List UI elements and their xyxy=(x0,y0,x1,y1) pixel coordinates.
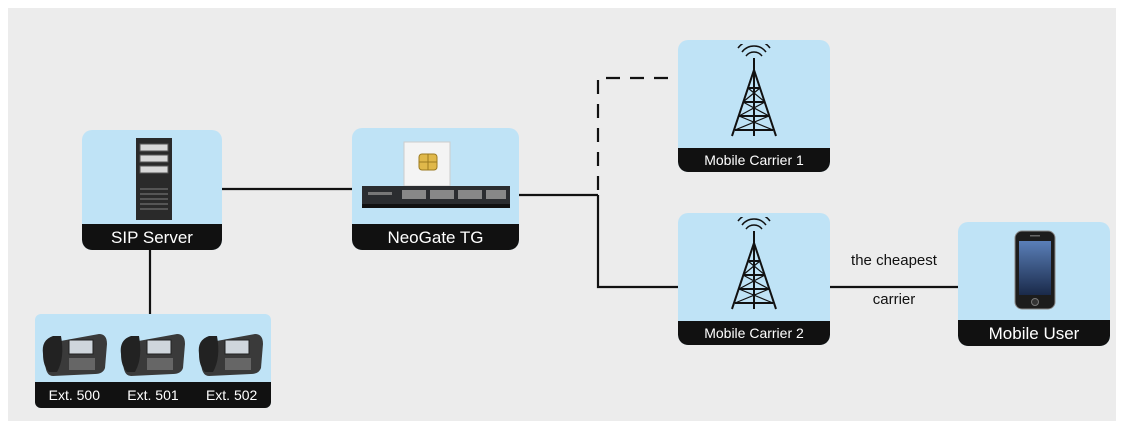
mobile-user-label: Mobile User xyxy=(958,320,1110,346)
desk-phone-icon xyxy=(198,334,263,376)
server-icon xyxy=(136,138,172,220)
smartphone-icon xyxy=(1014,230,1056,310)
desk-phone-icon xyxy=(120,334,185,376)
sip-server-label: SIP Server xyxy=(82,224,222,250)
extension-label: Ext. 502 xyxy=(205,387,258,403)
neogate-label: NeoGate TG xyxy=(352,224,519,250)
mobile-carrier-1-node[interactable]: Mobile Carrier 1 xyxy=(678,40,830,172)
wire-junction-to-carrier2 xyxy=(596,195,678,289)
mobile-carrier-2-node[interactable]: Mobile Carrier 2 xyxy=(678,213,830,345)
cell-tower-icon xyxy=(731,217,777,310)
gateway-device-icon xyxy=(362,141,510,208)
mobile-user-node[interactable]: Mobile User xyxy=(958,222,1110,346)
mobile-carrier-1-label: Mobile Carrier 1 xyxy=(678,148,830,172)
wire-junction-to-carrier1-dashed xyxy=(596,76,678,190)
extension-label: Ext. 501 xyxy=(127,387,179,403)
cell-tower-icon xyxy=(731,44,777,137)
sip-server-node[interactable]: SIP Server xyxy=(82,130,222,250)
extension-label: Ext. 500 xyxy=(48,387,101,403)
edge-label-line2: carrier xyxy=(872,291,916,308)
neogate-node[interactable]: NeoGate TG xyxy=(352,128,519,250)
edge-label-line1: the cheapest xyxy=(851,252,937,269)
mobile-carrier-2-label: Mobile Carrier 2 xyxy=(678,321,830,345)
extensions-label-bar: Ext. 500 Ext. 501 Ext. 502 xyxy=(35,382,271,408)
desk-phone-icon xyxy=(42,334,107,376)
